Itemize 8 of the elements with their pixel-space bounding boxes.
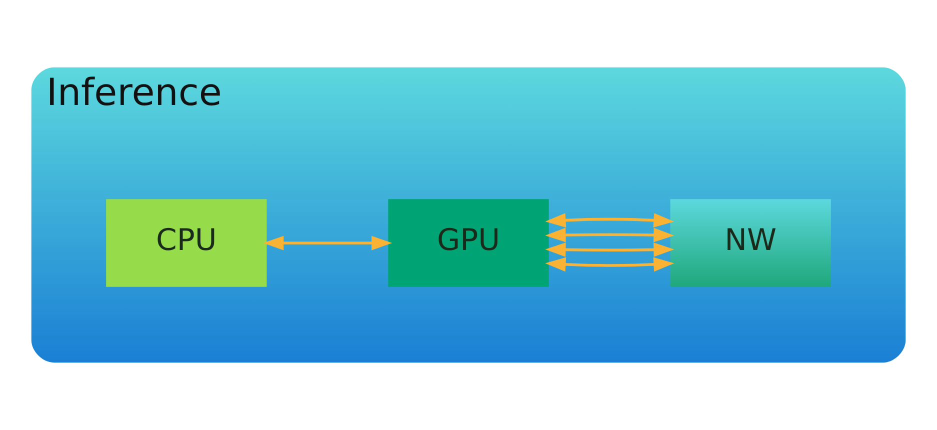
arrow xyxy=(545,257,674,272)
arrow xyxy=(545,242,674,257)
arrow xyxy=(545,213,674,228)
arrow xyxy=(263,236,392,250)
node-box: CPU xyxy=(106,199,267,287)
arrow xyxy=(545,228,674,242)
node-box: NW xyxy=(670,199,831,287)
node-box: GPU xyxy=(388,199,549,287)
